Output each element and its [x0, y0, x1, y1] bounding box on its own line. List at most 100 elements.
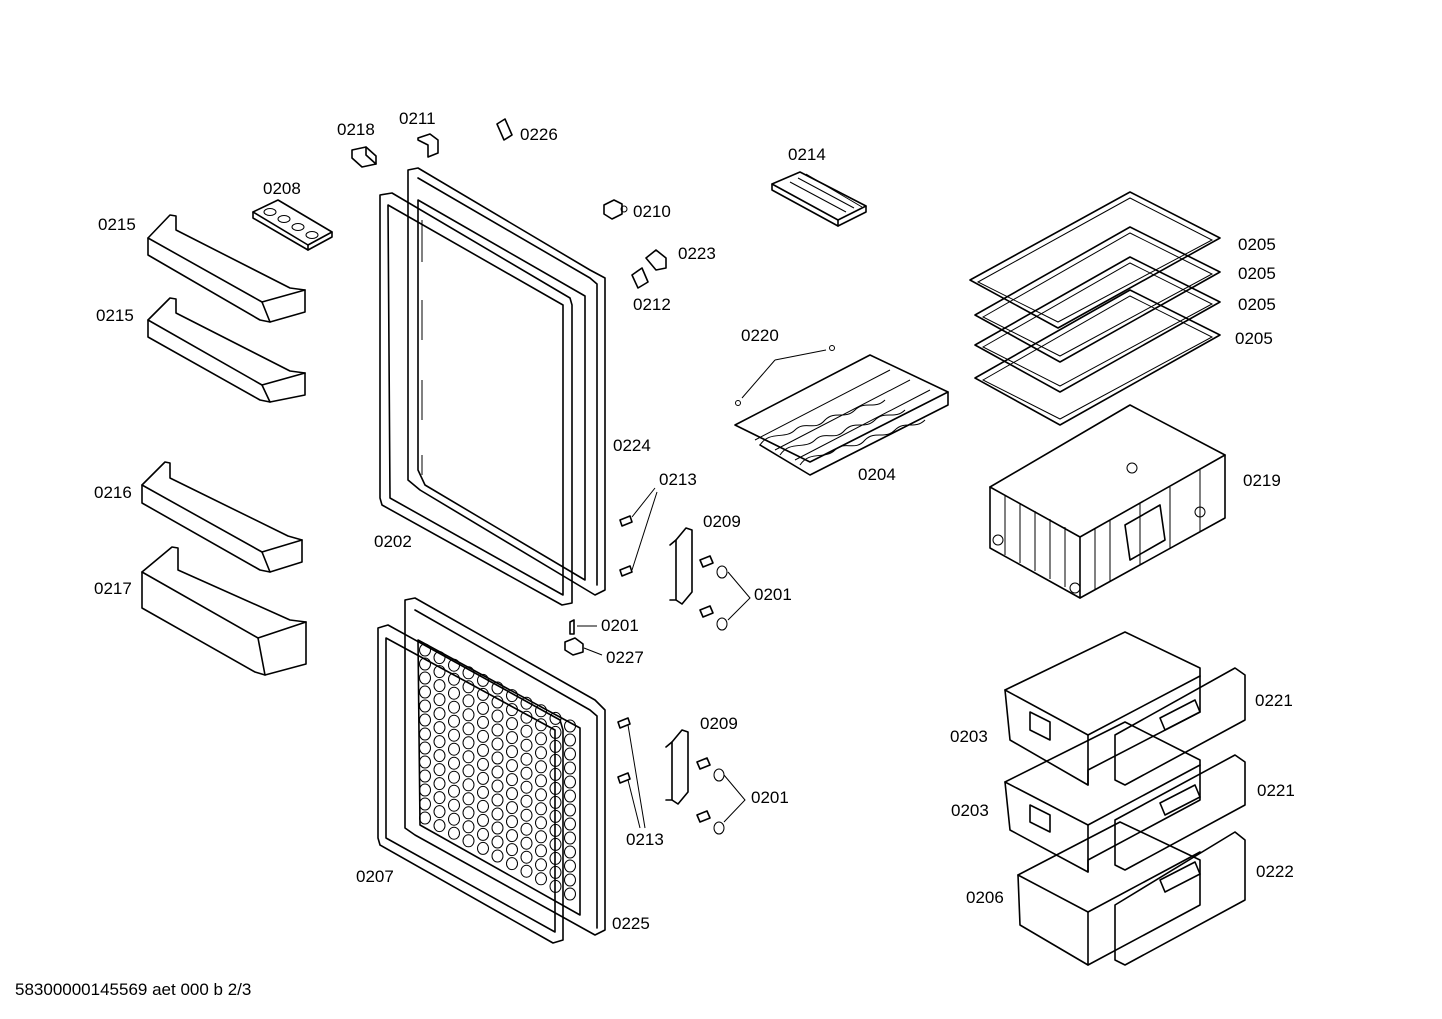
dimple — [491, 779, 504, 793]
dimple — [549, 781, 562, 795]
dimple — [433, 679, 446, 693]
label-0220: 0220 — [741, 326, 779, 345]
dimple — [535, 732, 547, 746]
dimple — [564, 831, 576, 845]
dimple — [549, 753, 562, 767]
dimple — [433, 735, 446, 749]
dimple-pattern — [419, 643, 576, 901]
dimple — [448, 672, 460, 686]
dimple — [564, 845, 576, 859]
drawer-0203-upper — [1004, 631, 1201, 786]
dimple — [506, 857, 518, 871]
label-0215-lower: 0215 — [96, 306, 134, 325]
dimple — [419, 783, 431, 797]
block-0227 — [564, 637, 603, 656]
dimple — [506, 829, 518, 843]
dimple — [564, 719, 576, 733]
dimple — [520, 710, 533, 724]
label-0201-upper: 0201 — [754, 585, 792, 604]
label-0214: 0214 — [788, 145, 826, 164]
door-shelf-0215-upper — [147, 214, 306, 323]
dimple — [477, 757, 489, 771]
dimple — [506, 717, 518, 731]
dimple — [506, 801, 518, 815]
dimple — [491, 765, 504, 779]
dimple — [564, 803, 576, 817]
dimple — [433, 693, 446, 707]
label-0207: 0207 — [356, 867, 394, 886]
dimple — [477, 687, 489, 701]
dimple — [506, 689, 518, 703]
dimple — [448, 756, 460, 770]
dimple — [520, 794, 533, 808]
dimple — [506, 843, 518, 857]
dimple — [549, 767, 562, 781]
dimple — [462, 778, 475, 792]
dimple — [433, 665, 446, 679]
drawer-front-0221-upper — [1114, 667, 1246, 786]
dimple — [549, 711, 562, 725]
dimple — [448, 770, 460, 784]
dimple — [506, 773, 518, 787]
dimple — [549, 809, 562, 823]
dimple — [549, 879, 562, 893]
dimple — [506, 745, 518, 759]
dimple — [448, 798, 460, 812]
label-0215-upper: 0215 — [98, 215, 136, 234]
label-0216: 0216 — [94, 483, 132, 502]
label-0201-lower: 0201 — [751, 788, 789, 807]
dimple — [491, 751, 504, 765]
label-0213-lower: 0213 — [626, 830, 664, 849]
drawer-0203-lower — [1004, 721, 1201, 873]
dimple — [419, 699, 431, 713]
dimple — [433, 707, 446, 721]
glass-shelf-0205-2 — [974, 226, 1221, 363]
dimple — [506, 703, 518, 717]
dimple — [491, 849, 504, 863]
dimple — [477, 785, 489, 799]
crisper-box-0219 — [989, 404, 1226, 599]
dimple — [520, 752, 533, 766]
dimple — [419, 769, 431, 783]
label-0202: 0202 — [374, 532, 412, 551]
screws-0213-upper — [619, 487, 658, 577]
dimple — [520, 696, 533, 710]
label-0211: 0211 — [399, 109, 436, 128]
label-0223: 0223 — [678, 244, 716, 263]
dimple — [535, 844, 547, 858]
dimple — [549, 725, 562, 739]
fridge-door-0224 — [407, 167, 606, 596]
dimple — [477, 743, 489, 757]
label-0208: 0208 — [263, 179, 301, 198]
label-0213-upper: 0213 — [659, 470, 697, 489]
dimple — [477, 771, 489, 785]
small-parts-0220 — [735, 345, 835, 406]
label-0206: 0206 — [966, 888, 1004, 907]
wine-rack-0204 — [734, 354, 949, 476]
handle-0209-upper — [669, 527, 693, 605]
dimple — [535, 774, 547, 788]
dimple — [506, 731, 518, 745]
dimple — [462, 834, 475, 848]
dimple — [419, 797, 431, 811]
label-0205-1: 0205 — [1238, 235, 1276, 254]
door-shelf-0216 — [141, 461, 303, 573]
dimple — [520, 724, 533, 738]
dimple — [448, 658, 460, 672]
dimple — [419, 727, 431, 741]
dimple — [549, 851, 562, 865]
label-0224: 0224 — [613, 436, 651, 455]
part-0223 — [645, 249, 667, 271]
dimple — [419, 643, 431, 657]
hinge-part-0211 — [417, 133, 439, 158]
dimple — [520, 780, 533, 794]
hinge-part-0218 — [351, 146, 377, 168]
dimple — [419, 741, 431, 755]
dimple — [564, 817, 576, 831]
label-0203-upper: 0203 — [950, 727, 988, 746]
dimple — [520, 850, 533, 864]
dimple — [564, 859, 576, 873]
label-0221-lower: 0221 — [1257, 781, 1295, 800]
screws-0213-lower — [617, 717, 646, 829]
